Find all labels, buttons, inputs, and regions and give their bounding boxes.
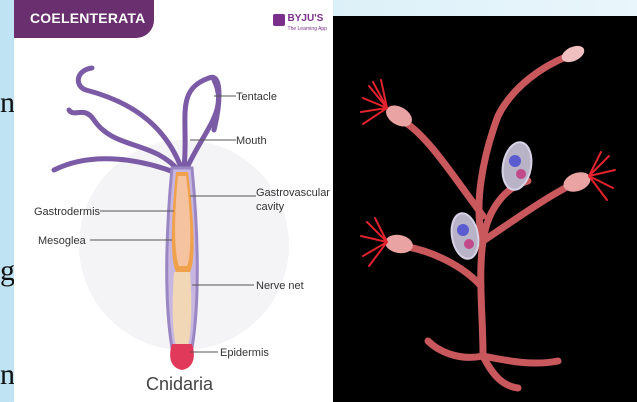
- lower-body: [173, 272, 192, 346]
- label-epidermis: Epidermis: [220, 347, 269, 359]
- basal-foot: [170, 344, 194, 370]
- label-gastrovascular-2: cavity: [256, 201, 285, 213]
- cnidaria-diagram-panel: COELENTERATA BYJU'S The Learning App: [14, 0, 333, 402]
- cnidaria-illustration: Tentacle Mouth Gastrovascular cavity Gas…: [14, 0, 333, 402]
- label-gastrodermis: Gastrodermis: [34, 206, 101, 218]
- label-mesoglea: Mesoglea: [38, 235, 87, 247]
- hydroid-colony-panel: [333, 16, 637, 402]
- diagram-caption: Cnidaria: [146, 374, 214, 394]
- gonophores: [448, 140, 535, 261]
- label-nerve-net: Nerve net: [256, 280, 304, 292]
- label-tentacle: Tentacle: [236, 91, 277, 103]
- slide-text-fragment: n: [0, 360, 15, 390]
- right-branch: [483, 184, 573, 241]
- colony-stems: [403, 56, 573, 388]
- slide-text-fragment: n: [0, 88, 15, 118]
- label-mouth: Mouth: [236, 135, 267, 147]
- stolon-right: [483, 356, 558, 363]
- label-gastrovascular-1: Gastrovascular: [256, 187, 330, 199]
- slide-text-fragment: g: [0, 256, 15, 286]
- stolon-left: [428, 341, 483, 357]
- left-upper-branch: [403, 121, 483, 216]
- main-stem: [481, 181, 528, 356]
- hydroid-colony-illustration: [333, 16, 637, 402]
